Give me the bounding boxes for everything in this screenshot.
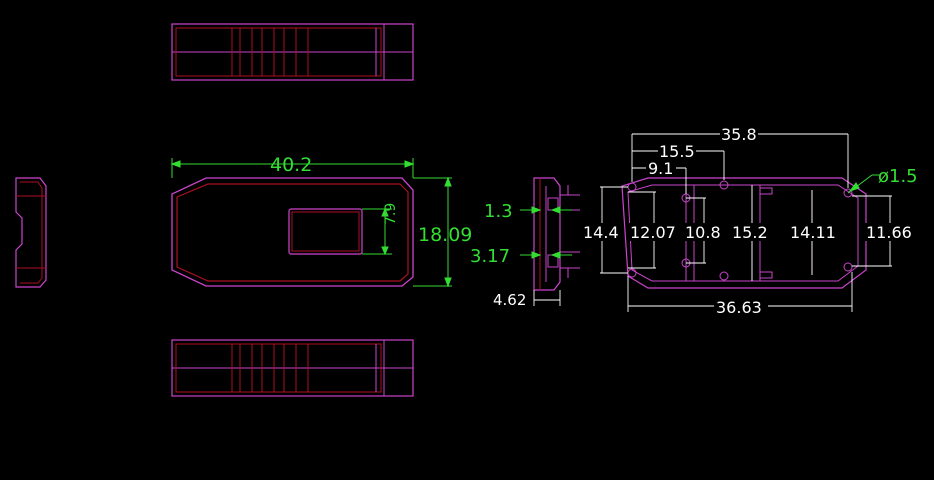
span-small-top-label: 9.1: [648, 159, 673, 178]
lip-label: 1.3: [484, 201, 513, 222]
h-10-8-label: 10.8: [685, 223, 721, 242]
h-14-4-label: 14.4: [583, 223, 619, 242]
step-label: 3.17: [470, 246, 510, 267]
side-view-top: [171, 23, 414, 81]
span-mid-top-label: 15.5: [659, 142, 695, 161]
h-14-11-label: 14.11: [790, 223, 836, 242]
span-total-top-label: 35.8: [721, 125, 757, 144]
length-label: 40.2: [270, 154, 312, 176]
end-view-middle: [533, 177, 580, 291]
dimension-labels-green: 40.2 18.09 7.9 1.3 3.17 ø1.5: [270, 154, 918, 267]
top-view-main: [171, 177, 414, 287]
width-label: 18.09: [418, 224, 472, 246]
window-height-label: 7.9: [383, 203, 399, 225]
dimension-labels-white: 35.8 15.5 9.1 14.4 12.07 10.8 15.2 14.11…: [492, 125, 918, 317]
dimension-lines-green: [170, 158, 880, 288]
h-12-07-label: 12.07: [630, 223, 676, 242]
thickness-label: 4.62: [493, 291, 526, 309]
side-view-bottom: [171, 339, 414, 397]
hole-diameter-label: ø1.5: [878, 166, 918, 187]
h-15-2-label: 15.2: [732, 223, 768, 242]
h-11-66-label: 11.66: [866, 223, 912, 242]
end-view-left: [15, 177, 47, 288]
span-total-bottom-label: 36.63: [716, 298, 762, 317]
